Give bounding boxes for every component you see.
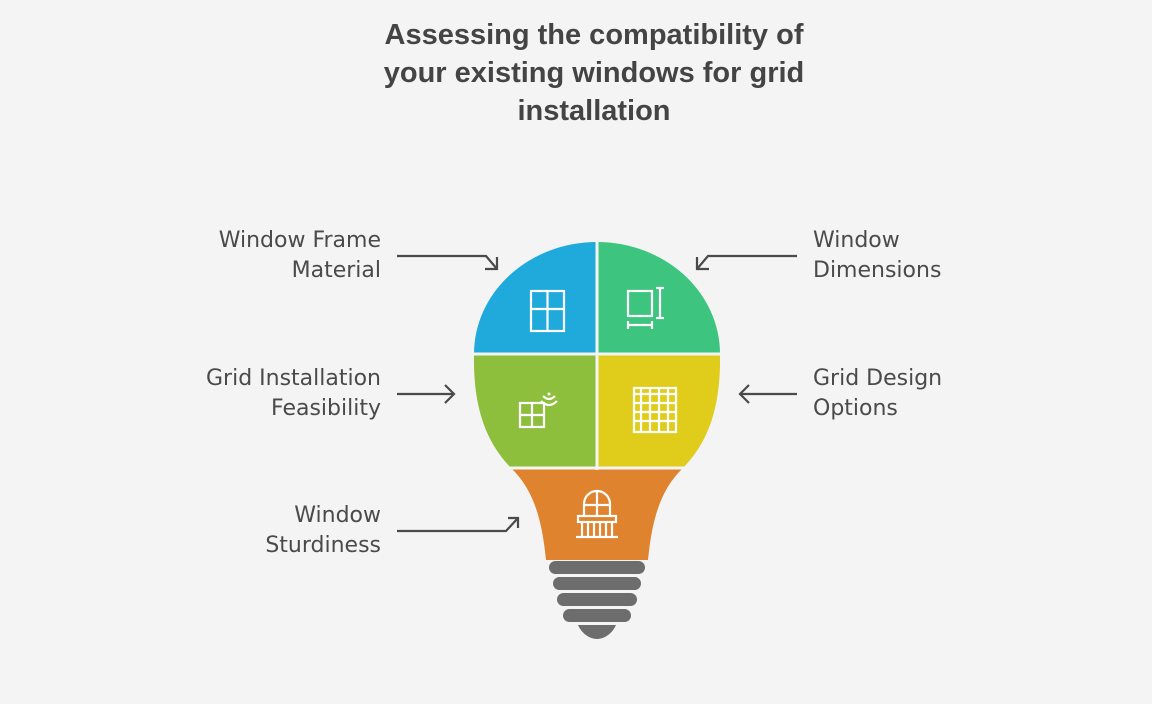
- arrow-frame-material: [397, 254, 499, 271]
- arrow-dimensions: [695, 254, 797, 271]
- label-frame-line-1: Window Frame: [218, 228, 381, 253]
- label-window-sturdiness: Window Sturdiness: [265, 501, 381, 561]
- title-line-2: your existing windows for grid: [383, 57, 805, 89]
- label-dimensions-line-1: Window: [813, 228, 900, 253]
- label-sturdiness-line-1: Window: [294, 503, 381, 528]
- label-design-line-1: Grid Design: [813, 366, 943, 391]
- label-feasibility-line-2: Feasibility: [271, 396, 381, 421]
- label-grid-installation-feasibility: Grid Installation Feasibility: [206, 364, 381, 424]
- label-feasibility-line-1: Grid Installation: [205, 366, 381, 391]
- title-line-1: Assessing the compatibility of: [384, 19, 804, 51]
- page-title: Assessing the compatibility of your exis…: [376, 16, 812, 130]
- grid-install-icon: [518, 392, 558, 429]
- segment-dividers: [470, 240, 724, 470]
- arched-window-icon: [576, 489, 618, 539]
- label-frame-line-2: Material: [291, 258, 381, 283]
- label-window-frame-material: Window Frame Material: [219, 226, 381, 286]
- arrow-installation-feasibility: [397, 384, 456, 404]
- label-dimensions-line-2: Dimensions: [813, 258, 942, 283]
- segment-installation-feasibility: [473, 354, 597, 468]
- window-frame-icon: [529, 289, 566, 333]
- bulb-base: [549, 561, 645, 639]
- label-grid-design-options: Grid Design Options: [813, 364, 942, 424]
- label-design-line-2: Options: [813, 396, 898, 421]
- arrow-sturdiness: [397, 516, 520, 533]
- segment-frame-material: [474, 242, 597, 354]
- window-dimensions-icon: [626, 286, 664, 329]
- segment-dimensions: [597, 242, 720, 354]
- grid-pattern-icon: [632, 386, 678, 434]
- title-line-3: installation: [517, 95, 671, 127]
- label-window-dimensions: Window Dimensions: [813, 226, 941, 286]
- arrow-design-options: [738, 384, 797, 404]
- label-sturdiness-line-2: Sturdiness: [265, 533, 381, 558]
